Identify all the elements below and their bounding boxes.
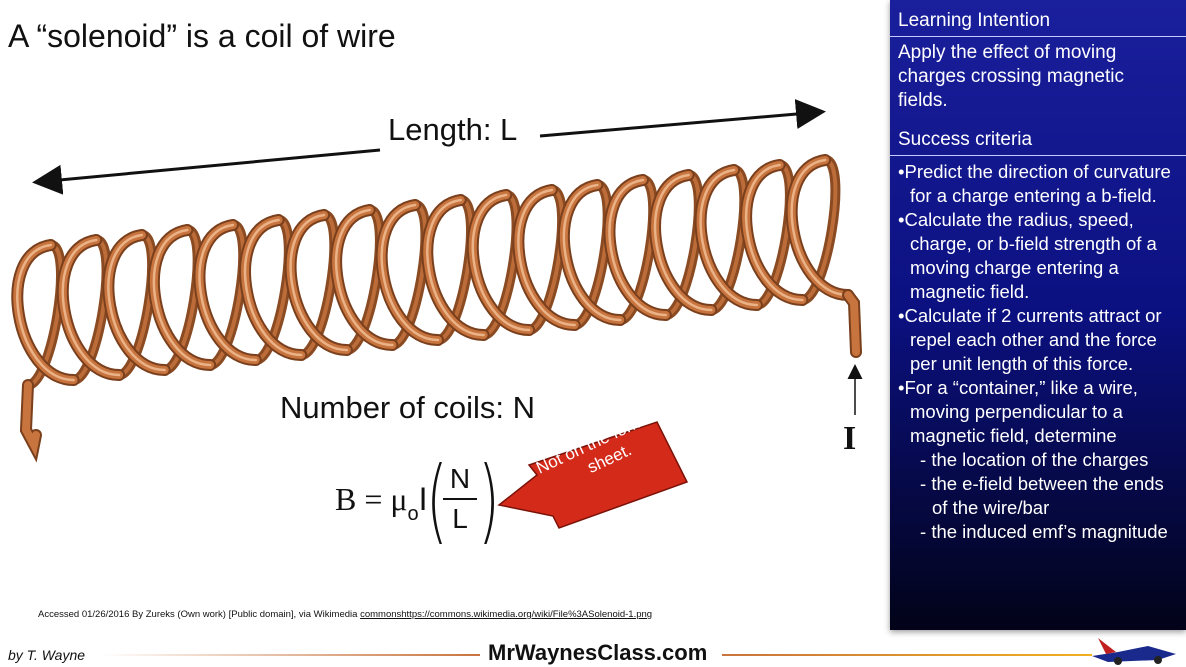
- image-credit: Accessed 01/26/2016 By Zureks (Own work)…: [38, 609, 653, 620]
- coil-turn: [21, 381, 40, 457]
- criteria-item: Predict the direction of curvature for a…: [898, 160, 1180, 208]
- formula-fraction: N L: [443, 463, 477, 535]
- left-paren: (: [426, 447, 448, 554]
- learning-intention-text: Apply the effect of moving charges cross…: [898, 42, 1124, 111]
- solenoid-diagram: [11, 99, 863, 463]
- formula-subscript: o: [407, 503, 419, 525]
- criteria-item: For a “container,” like a wire, moving p…: [898, 376, 1180, 448]
- formula-lhs: B = μ: [335, 481, 408, 517]
- coil-wire: [11, 154, 862, 463]
- slide-title: A “solenoid” is a coil of wire: [8, 18, 396, 54]
- callout-arrow: [497, 421, 689, 529]
- criteria-item: Calculate the radius, speed, charge, or …: [898, 208, 1180, 304]
- learning-intention-header: Learning Intention: [890, 0, 1186, 37]
- learning-panel: Learning Intention Apply the effect of m…: [890, 0, 1186, 630]
- length-label: Length: L: [388, 112, 518, 147]
- right-paren: ): [478, 447, 500, 554]
- sub-criteria-item: the location of the charges: [898, 448, 1180, 472]
- coil-count-label: Number of coils: N: [280, 390, 535, 425]
- success-criteria-list: Predict the direction of curvature for a…: [890, 156, 1186, 544]
- solenoid-formula: B = μoI ( N L ): [335, 447, 500, 554]
- rocket-car-icon: [1092, 638, 1176, 665]
- coil-turn: [26, 158, 838, 387]
- criteria-item: Calculate if 2 currents attract or repel…: [898, 304, 1180, 376]
- footer-line-right: [722, 654, 1092, 656]
- length-arrow-left: [32, 148, 381, 195]
- footer-line-left: [100, 654, 480, 656]
- coil-turn: [16, 158, 850, 382]
- formula-denominator: L: [452, 503, 468, 534]
- author-byline: by T. Wayne: [8, 647, 86, 663]
- coil-turn: [844, 291, 860, 356]
- formula-numerator: N: [449, 463, 471, 494]
- credit-link[interactable]: commonshttps://commons.wikimedia.org/wik…: [360, 609, 653, 620]
- length-arrow-right: [539, 99, 826, 138]
- sub-criteria-item: the e-field between the ends of the wire…: [898, 472, 1180, 520]
- current-label: I: [843, 420, 857, 457]
- sub-criteria-item: the induced emf’s magnitude: [898, 520, 1180, 544]
- site-brand[interactable]: MrWaynesClass.com: [488, 640, 708, 665]
- success-criteria-header: Success criteria: [890, 119, 1186, 156]
- formula-current: I: [418, 481, 428, 517]
